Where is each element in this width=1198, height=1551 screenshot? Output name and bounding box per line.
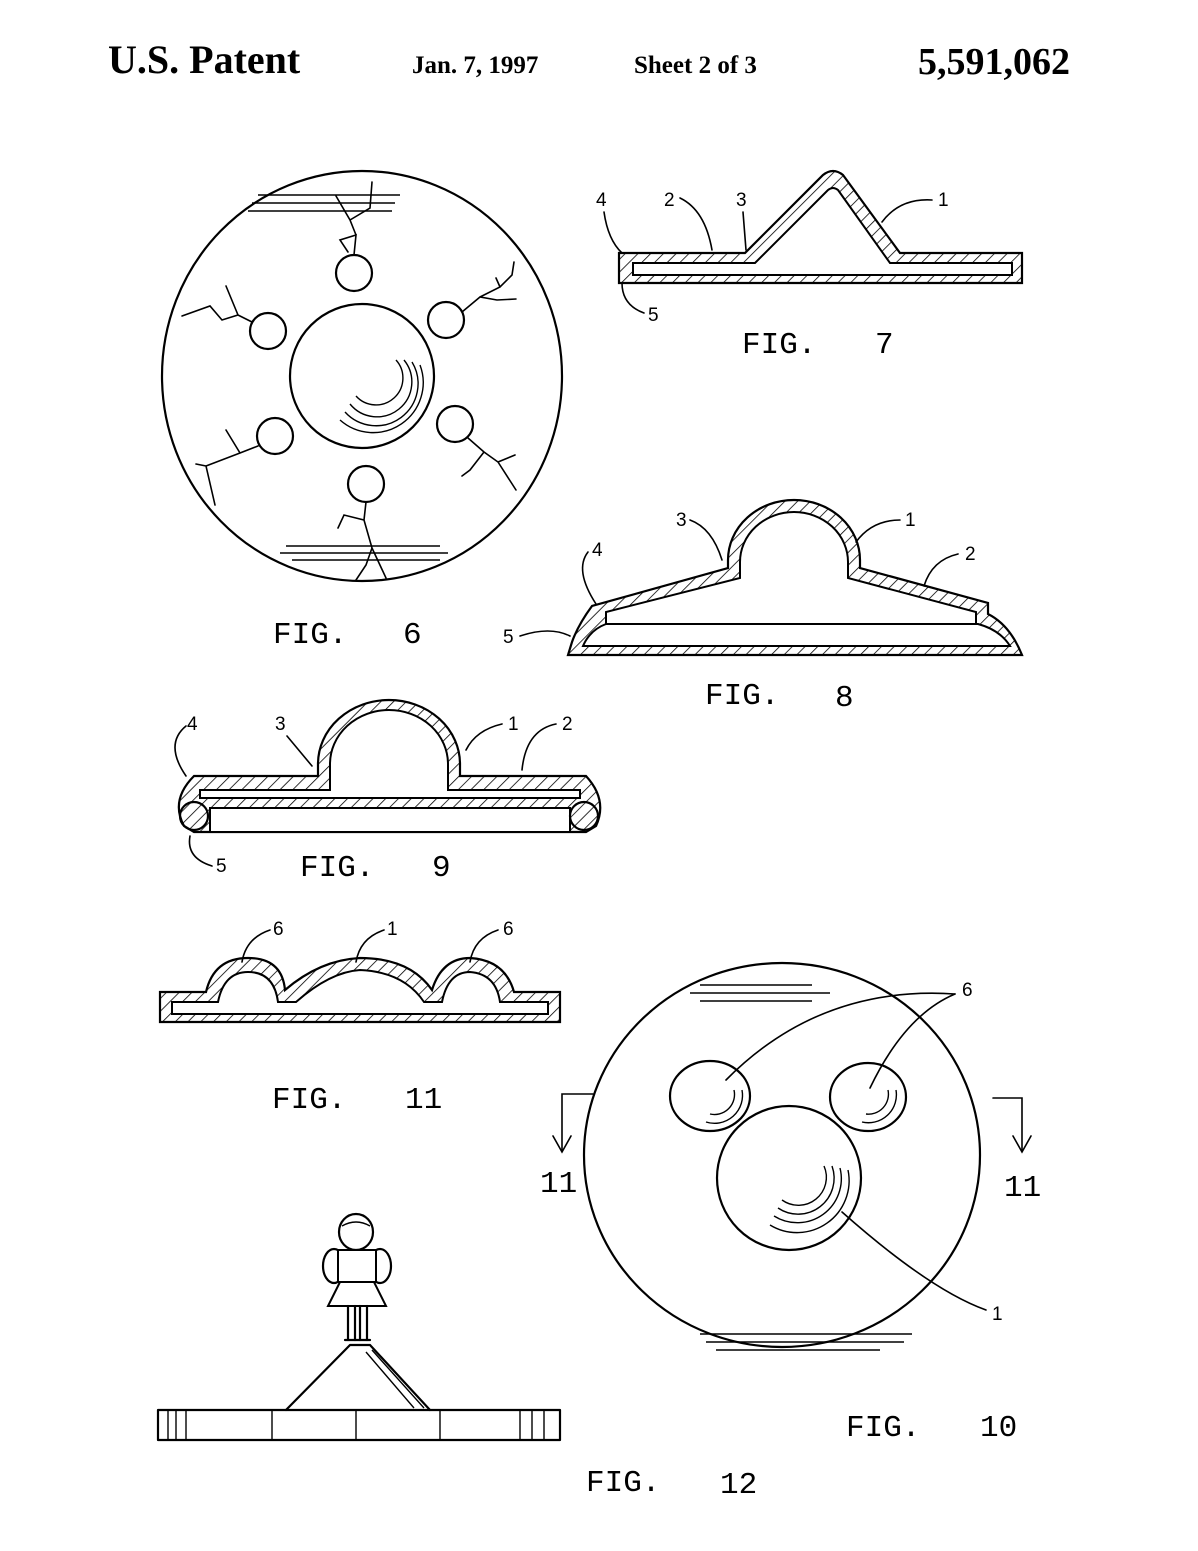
fig9-ref-2: 2 <box>562 714 573 735</box>
fig7-caption-word: FIG. <box>742 328 816 363</box>
fig12-caption-number: 12 <box>720 1468 757 1503</box>
patent-number: 5,591,062 <box>918 41 1070 83</box>
header-title: U.S. Patent <box>108 37 301 82</box>
figure-9: 4 3 1 2 5 FIG. 9 <box>174 698 602 886</box>
header-sheet: Sheet 2 of 3 <box>634 52 757 79</box>
fig12-caption-word: FIG. <box>586 1466 660 1501</box>
fig8-ref-4: 4 <box>592 540 603 561</box>
fig6-shading <box>248 194 448 561</box>
fig10-caption-number: 10 <box>980 1411 1017 1446</box>
fig10-center-dome <box>715 1104 863 1252</box>
fig11-ref-6-left: 6 <box>273 919 284 940</box>
fig12-base <box>156 1408 562 1442</box>
fig6-head-lower-left <box>255 416 295 456</box>
fig9-caption-number: 9 <box>432 851 451 886</box>
fig11-ref-1: 1 <box>387 919 398 940</box>
fig6-disc <box>160 169 564 583</box>
fig7-caption-number: 7 <box>875 328 894 363</box>
figure-10: 6 1 11 11 FIG. 10 <box>540 961 1041 1446</box>
fig9-ref-1: 1 <box>508 714 519 735</box>
fig7-ref-5: 5 <box>648 305 659 326</box>
header-date: Jan. 7, 1997 <box>412 52 539 79</box>
fig12-cone <box>284 1343 432 1412</box>
fig9-caption-word: FIG. <box>300 851 374 886</box>
figure-12: FIG. 12 <box>156 1212 757 1503</box>
figure-11: 6 1 6 FIG. 11 <box>158 919 562 1118</box>
fig6-head-upper-left <box>248 311 288 351</box>
fig10-ref-6: 6 <box>962 980 973 1001</box>
fig9-ref-4: 4 <box>187 714 198 735</box>
fig10-section-label-right: 11 <box>1004 1171 1041 1206</box>
fig8-caption-number: 8 <box>835 681 854 716</box>
fig10-section-arrow-left <box>552 1093 594 1154</box>
fig10-left-ear <box>668 1059 752 1133</box>
fig6-head-lower-right <box>435 404 475 444</box>
fig10-caption-word: FIG. <box>846 1411 920 1446</box>
fig9-ref-3: 3 <box>275 714 286 735</box>
figure-7: 4 2 3 1 5 FIG. 7 <box>596 169 1024 363</box>
fig7-inner-cavity <box>632 187 1013 276</box>
fig6-head-bottom <box>346 464 386 504</box>
fig8-ref-5: 5 <box>503 627 514 648</box>
fig8-ref-1: 1 <box>905 510 916 531</box>
fig8-caption-word: FIG. <box>705 679 779 714</box>
fig6-stick-figures <box>181 181 517 581</box>
fig8-inner-cavity <box>605 511 977 625</box>
fig11-inner-cavity <box>171 968 549 1015</box>
fig11-caption-word: FIG. <box>272 1083 346 1118</box>
fig11-ref-6-right: 6 <box>503 919 514 940</box>
fig7-ref-4: 4 <box>596 190 607 211</box>
fig6-center-dome <box>288 302 436 450</box>
fig6-head-upper-right <box>426 300 466 340</box>
fig8-base-cavity <box>581 623 1012 647</box>
fig6-head-top <box>334 253 374 293</box>
fig10-section-label-left: 11 <box>540 1167 577 1202</box>
fig6-caption-word: FIG. <box>273 618 347 653</box>
fig8-ref-2: 2 <box>965 544 976 565</box>
fig8-ref-3: 3 <box>676 510 687 531</box>
fig12-figurine <box>321 1212 393 1342</box>
fig9-inner-cavity <box>199 709 581 799</box>
figure-8: 3 1 4 2 5 FIG. 8 <box>503 498 1024 716</box>
fig6-caption-number: 6 <box>403 618 422 653</box>
fig10-shading <box>690 984 912 1351</box>
fig10-ref-1: 1 <box>992 1304 1003 1325</box>
fig7-ref-3: 3 <box>736 190 747 211</box>
fig7-ref-2: 2 <box>664 190 675 211</box>
figure-6: FIG. 6 <box>160 169 564 653</box>
fig11-caption-number: 11 <box>405 1083 442 1118</box>
fig10-section-arrow-right <box>992 1097 1032 1154</box>
fig10-right-ear <box>828 1061 908 1133</box>
fig9-ref-5: 5 <box>216 856 227 877</box>
fig10-disc <box>582 961 982 1349</box>
fig7-ref-1: 1 <box>938 190 949 211</box>
